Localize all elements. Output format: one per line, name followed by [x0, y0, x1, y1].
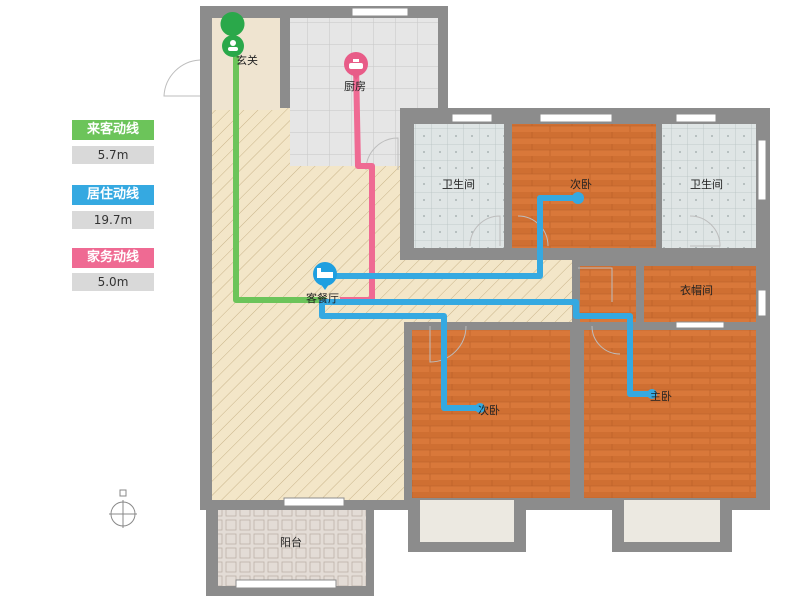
entrance-floor: [212, 18, 280, 110]
legend-living-value: 19.7m: [72, 211, 154, 229]
living-route-2: [319, 300, 480, 411]
legend-guest-value: 5.7m: [72, 146, 154, 164]
bedroom-bottom-floor: [412, 330, 570, 498]
compass-icon: [109, 489, 137, 528]
label-bathroom-right: 卫生间: [690, 177, 723, 191]
legend-living-title: 居住动线: [72, 185, 154, 205]
master-bedroom-floor: [584, 330, 756, 498]
legend-guest-title: 来客动线: [72, 120, 154, 140]
living-route-3: [322, 299, 652, 397]
label-balcony: 阳台: [280, 535, 302, 549]
balcony-floor: [218, 510, 366, 586]
living-pin-icon: [313, 262, 337, 290]
label-master-bedroom: 主卧: [650, 390, 672, 403]
label-bedroom-bottom: 次卧: [478, 403, 500, 417]
label-living: 客餐厅: [306, 291, 339, 305]
label-kitchen: 厨房: [344, 80, 366, 93]
label-bedroom-top: 次卧: [570, 177, 592, 191]
bathroom-left-floor: [414, 124, 504, 248]
label-bathroom-left: 卫生间: [442, 177, 475, 191]
bedroom-top-floor: [512, 124, 656, 248]
legend-chore-value: 5.0m: [72, 273, 154, 291]
label-cloakroom: 衣帽间: [680, 283, 713, 297]
guest-route: [233, 56, 326, 303]
living-route-1: [330, 195, 578, 279]
kitchen-pin-icon: [344, 52, 368, 80]
cloakroom-floor: [644, 266, 756, 322]
label-entrance: 玄关: [236, 53, 258, 67]
legend-chore-title: 家务动线: [72, 248, 154, 268]
bathroom-right-floor: [662, 124, 756, 248]
entrance-pin-icon: [220, 12, 245, 57]
